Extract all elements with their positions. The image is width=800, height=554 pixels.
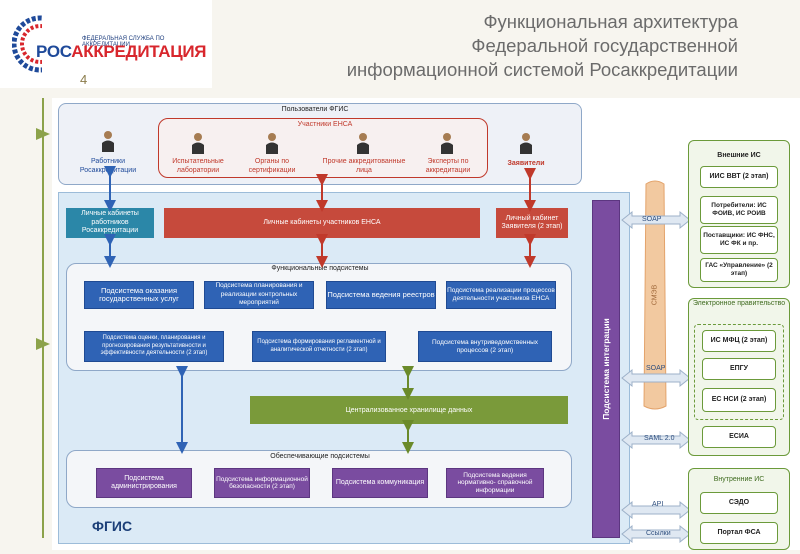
protocol-saml: SAML 2.0 [644,435,675,442]
title-line-1: Функциональная архитектура [483,11,738,32]
egov-box-3: ЕС НСИ (2 этап) [702,388,776,412]
support-box-1: Подсистема администрирования [96,468,192,498]
logo-title: РОСАККРЕДИТАЦИЯ [36,42,206,62]
logo-title-part2: АККРЕДИТАЦИЯ [71,42,207,61]
user-applicants: Заявители [507,160,545,167]
left-accent-bar [42,98,44,538]
functional-box-1: Подсистема оказания государственных услу… [84,281,194,309]
accent-arrows-icon [36,128,50,350]
person-icon [102,131,114,152]
cabinet-workers: Личные кабинеты работников Росаккредитац… [66,208,154,238]
title-line-2: Федеральной государственной [471,35,738,56]
protocol-links: Ссылки [646,530,671,537]
egov-box-2: ЕПГУ [702,358,776,380]
functional-box-5: Подсистема оценки, планирования и прогно… [84,331,224,362]
protocol-api: API [652,501,664,508]
internal-is-title: Внутренние ИС [713,476,765,483]
cabinet-participants: Личные кабинеты участников ЕНСА [164,208,480,238]
storage-box: Централизованное хранилище данных [250,396,568,424]
user-experts: Эксперты по аккредитации [425,158,471,174]
external-box-1: ИИС ВВТ (2 этап) [700,166,778,188]
support-title: Обеспечивающие подсистемы [270,453,370,460]
egov-subgroup [694,324,784,420]
external-is-title: Внешние ИС [717,152,761,159]
functional-box-2: Подсистема планирования и реализации кон… [204,281,314,309]
egov-box-1: ИС МФЦ (2 этап) [702,330,776,352]
title-line-3: информационной системой Росаккредитации [346,59,738,80]
fgis-label: ФГИС [92,518,133,534]
integration-bar [592,200,620,538]
user-labs: Испытательные лаборатории [172,158,224,174]
functional-box-7: Подсистема внутриведомственных процессов… [418,331,552,362]
functional-box-3: Подсистема ведения реестров [326,281,436,309]
users-title: Пользователи ФГИС [281,106,349,113]
logo-subtitle: ФЕДЕРАЛЬНАЯ СЛУЖБА ПО АККРЕДИТАЦИИ [82,36,165,48]
smev-bus-icon [643,180,667,410]
person-icon [192,133,204,154]
external-box-4: ГАС «Управление» (2 этап) [700,258,778,282]
internal-box-1: СЭДО [700,492,778,514]
logo-emblem-icon [12,15,42,73]
person-icon [266,133,278,154]
external-box-3: Поставщики: ИС ФНС, ИС ФК и пр. [700,226,778,254]
user-others: Прочие аккредитованные лица [322,158,406,174]
egov-title: Электронное правительство [692,300,786,307]
person-icon [520,133,532,154]
user-certbodies: Органы по сертификации [248,158,296,174]
ensa-title: Участники ЕНСА [297,121,353,128]
support-box-4: Подсистема ведения нормативно- справочно… [446,468,544,498]
support-box-3: Подсистема коммуникация [332,468,428,498]
functional-title: Функциональные подсистемы [271,265,369,272]
ensa-participants-panel [158,118,488,178]
logo-title-part1: РОС [36,42,72,61]
slide-number: 4 [80,72,88,87]
functional-box-6: Подсистема формирования регламентной и а… [252,331,386,362]
internal-box-2: Портал ФСА [700,522,778,544]
egov-box-4: ЕСИА [702,426,776,448]
support-box-2: Подсистема информационной безопасности (… [214,468,310,498]
external-box-2: Потребители: ИС ФОИВ, ИС РОИВ [700,196,778,224]
functional-box-4: Подсистема реализации процессов деятельн… [446,281,556,309]
person-icon [357,133,369,154]
logo: ФЕДЕРАЛЬНАЯ СЛУЖБА ПО АККРЕДИТАЦИИ РОСАК… [0,0,212,88]
page-title: Функциональная архитектура Федеральной г… [347,10,738,82]
person-icon [441,133,453,154]
cabinet-applicant: Личный кабинет Заявителя (2 этап) [496,208,568,238]
protocol-soap-2: SOAP [646,365,666,372]
protocol-soap-1: SOAP [642,216,662,223]
